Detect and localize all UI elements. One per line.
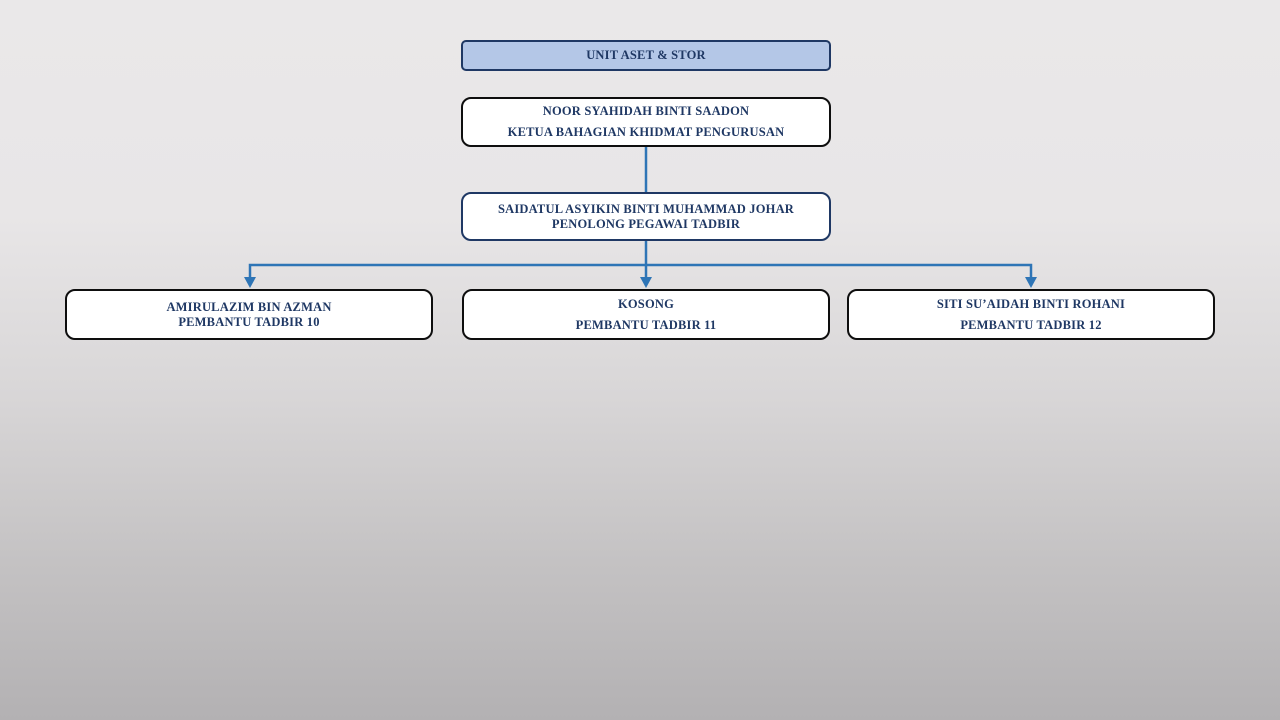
connector-arrowheads: [244, 277, 1037, 288]
person-title: PEMBANTU TADBIR 10: [178, 314, 320, 329]
org-node-pembantu-tadbir-10: AMIRULAZIM BIN AZMAN PEMBANTU TADBIR 10: [65, 289, 433, 340]
org-node-penolong: SAIDATUL ASYIKIN BINTI MUHAMMAD JOHAR PE…: [461, 192, 831, 241]
person-title: PEMBANTU TADBIR 11: [575, 317, 717, 332]
org-node-ketua: NOOR SYAHIDAH BINTI SAADON KETUA BAHAGIA…: [461, 97, 831, 147]
person-title: KETUA BAHAGIAN KHIDMAT PENGURUSAN: [507, 125, 785, 139]
unit-title-box: UNIT ASET & STOR: [461, 40, 831, 71]
person-name: SITI SU’AIDAH BINTI ROHANI: [936, 296, 1126, 311]
org-node-pembantu-tadbir-12: SITI SU’AIDAH BINTI ROHANI PEMBANTU TADB…: [847, 289, 1215, 340]
person-title: PENOLONG PEGAWAI TADBIR: [551, 216, 741, 231]
person-title: PEMBANTU TADBIR 12: [960, 317, 1102, 332]
arrowhead-right: [1025, 277, 1037, 288]
person-name: KOSONG: [617, 296, 675, 311]
arrowhead-middle: [640, 277, 652, 288]
person-name: NOOR SYAHIDAH BINTI SAADON: [542, 104, 750, 118]
person-name: AMIRULAZIM BIN AZMAN: [166, 299, 332, 314]
connector-horizontal-bus: [248, 263, 1033, 278]
person-name: SAIDATUL ASYIKIN BINTI MUHAMMAD JOHAR: [497, 201, 795, 216]
unit-title-label: UNIT ASET & STOR: [586, 48, 706, 62]
arrowhead-left: [244, 277, 256, 288]
org-node-pembantu-tadbir-11: KOSONG PEMBANTU TADBIR 11: [462, 289, 830, 340]
